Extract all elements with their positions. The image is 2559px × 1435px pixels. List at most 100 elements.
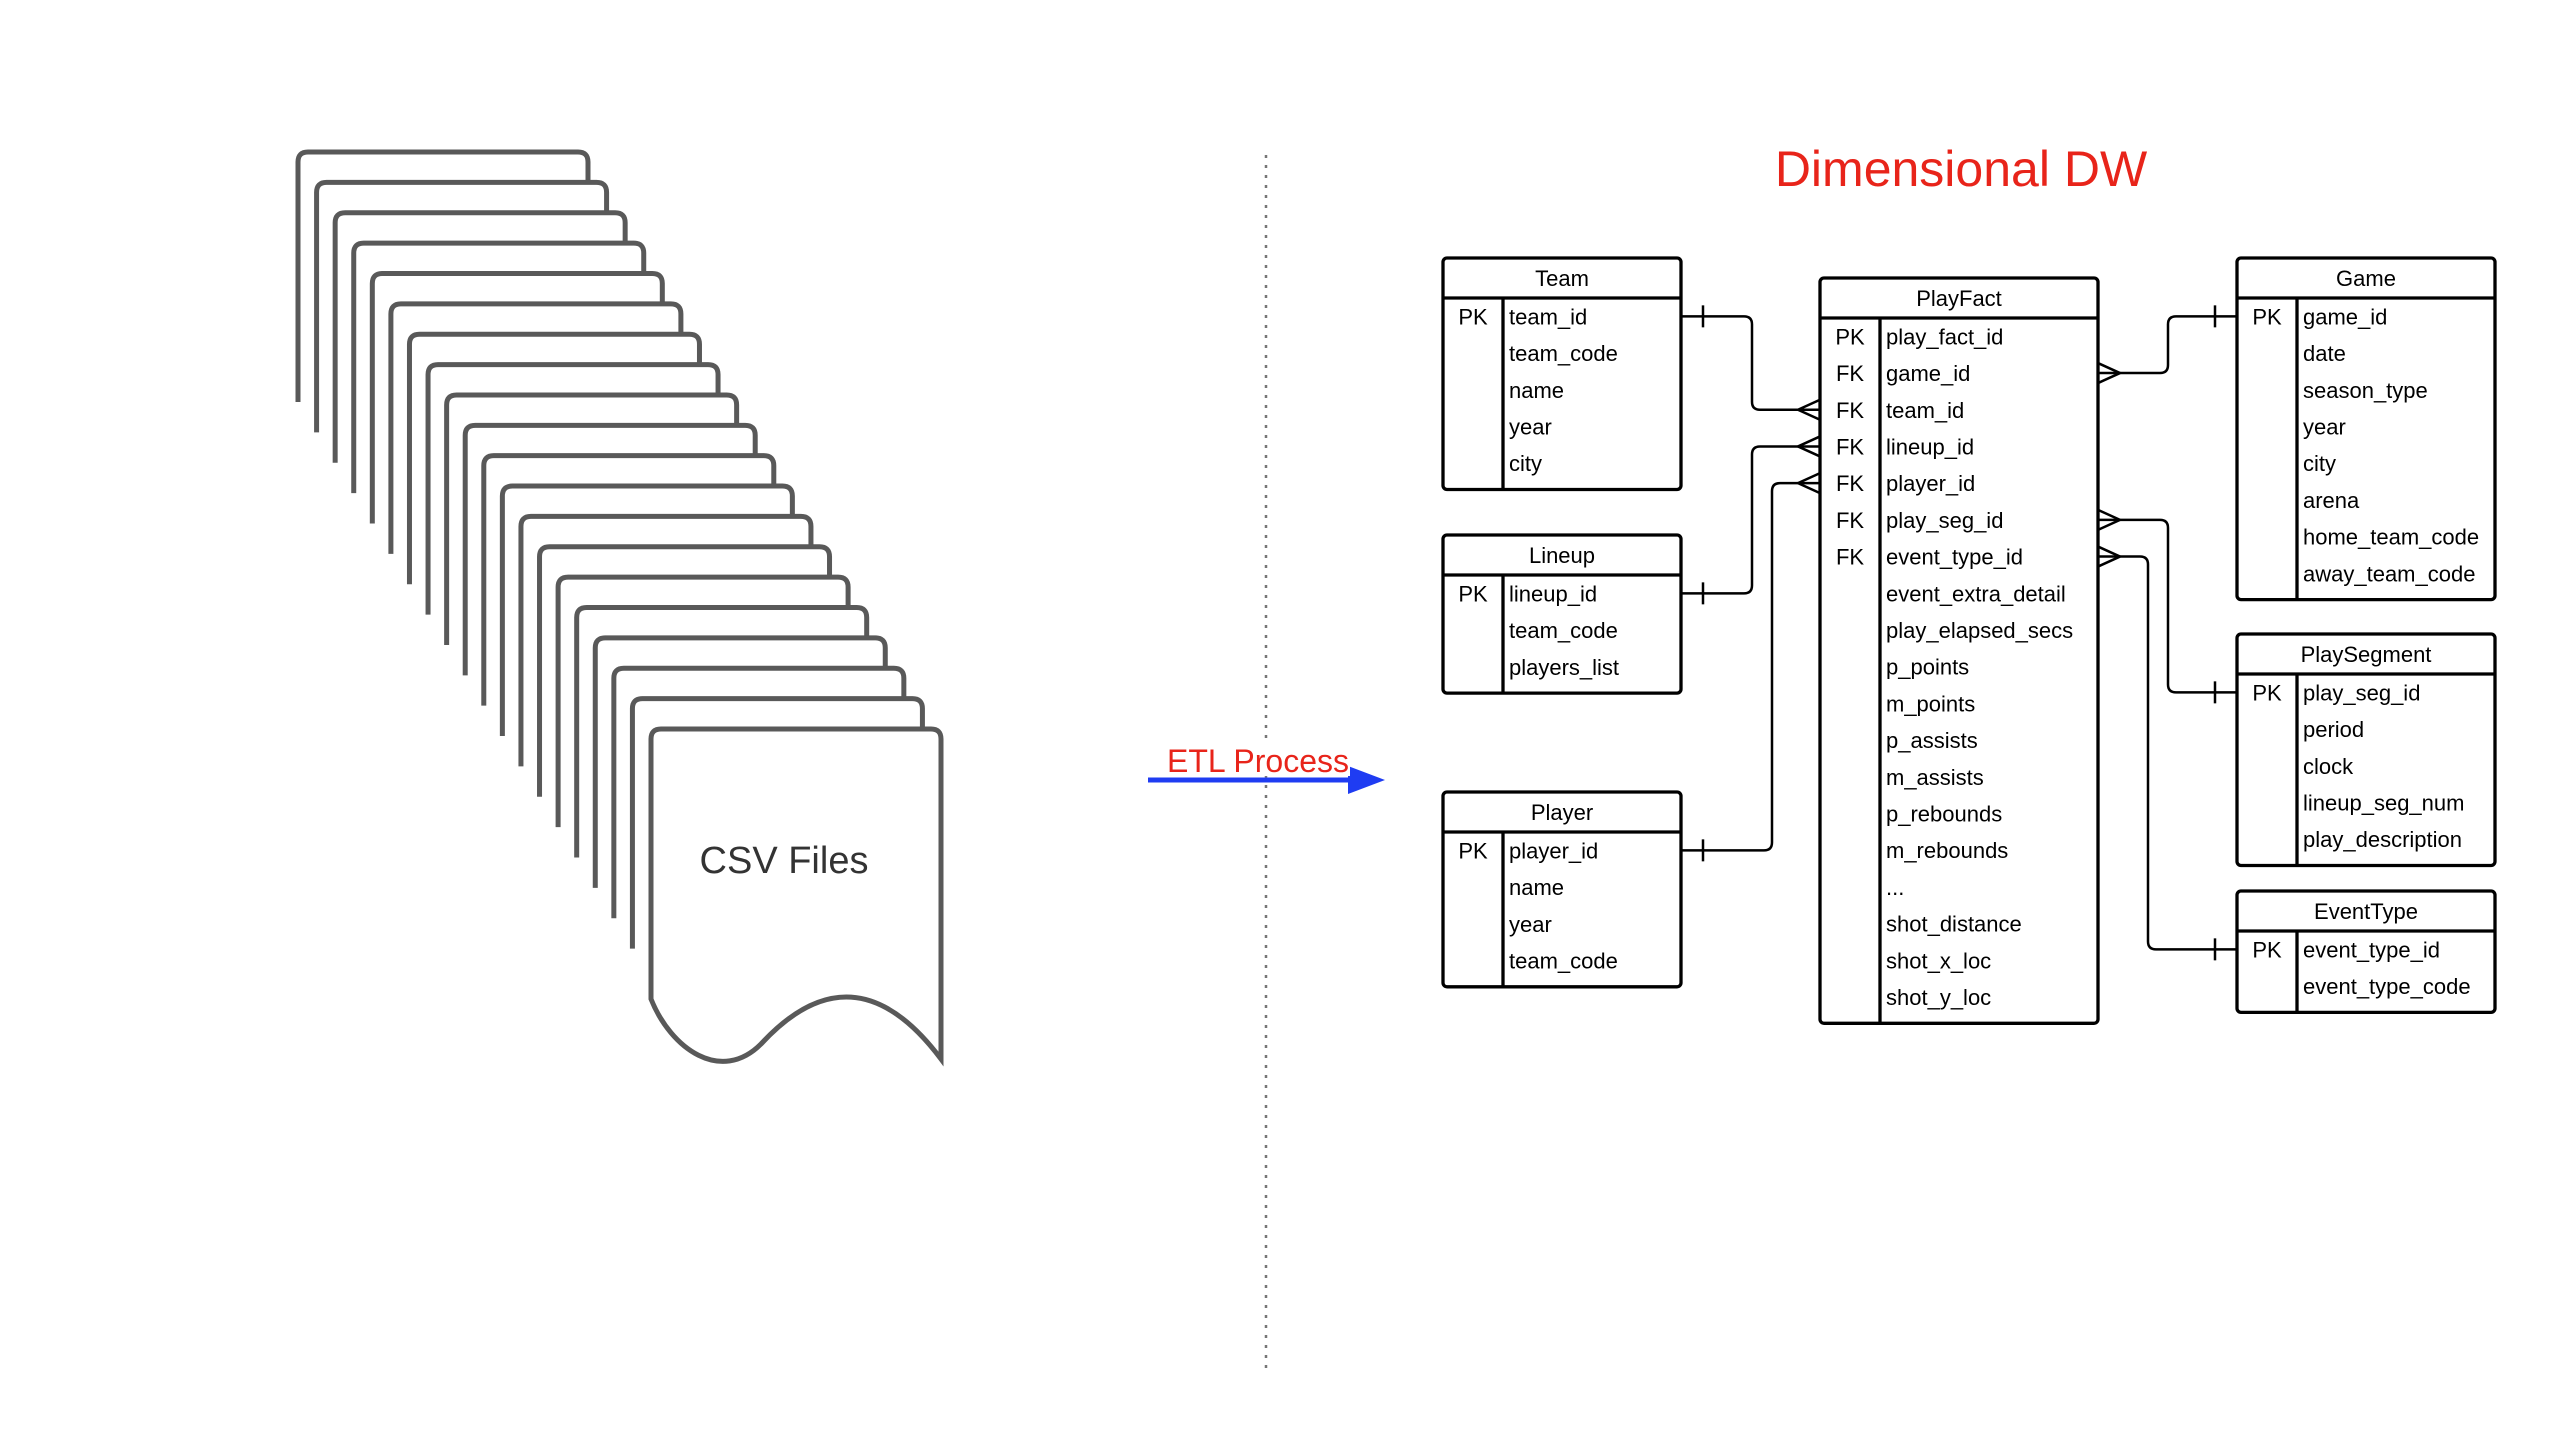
relationship-game [2098,315,2237,375]
table-field-cell: shot_distance [1886,912,2022,937]
many-marker [1797,435,1821,458]
table-field-cell: name [1509,378,1564,403]
many-marker [1797,472,1821,495]
table-key-cell: PK [2252,937,2282,962]
many-marker [2097,508,2121,531]
table-key-cell: FK [1836,398,1864,423]
table-field-cell: arena [2303,488,2360,513]
relationship-team [1681,315,1820,411]
table-field-cell: lineup_id [1509,581,1597,606]
etl-label-backdrop [1160,740,1350,776]
many-marker [2097,361,2121,385]
table-key-cell: PK [1458,838,1488,863]
table-field-cell: m_assists [1886,765,1984,790]
table-field-cell: player_id [1886,471,1975,496]
many-marker [1797,398,1821,421]
table-field-cell: play_seg_id [2303,680,2420,705]
table-title: PlayFact [1916,286,2002,311]
table-key-cell: PK [2252,304,2282,329]
table-field-cell: p_assists [1886,728,1978,753]
table-field-cell: player_id [1509,838,1598,863]
table-key-cell: FK [1836,545,1864,570]
many-marker [2097,545,2121,568]
table-field-cell: m_rebounds [1886,838,2008,863]
table-field-cell: team_id [1886,398,1964,423]
table-field-cell: team_id [1509,304,1587,329]
table-field-cell: event_type_id [1886,545,2023,570]
table-title: EventType [2314,899,2418,924]
table-key-cell: PK [1458,304,1488,329]
relationship-playsegment [2098,518,2237,694]
table-key-cell: FK [1836,508,1864,533]
table-title: Game [2336,266,2396,291]
table-key-cell: PK [1835,324,1865,349]
csv-files-stack [295,149,944,1067]
table-frame [1441,256,1683,492]
table-title: Team [1535,266,1589,291]
table-title: PlaySegment [2301,642,2432,667]
relationship-player [1681,481,1820,852]
table-field-cell: name [1509,875,1564,900]
table-key-cell: FK [1836,361,1864,386]
etl-arrow-head [1348,766,1385,794]
dimensional-dw-title: Dimensional DW [1775,141,2148,197]
relationship-lines [1681,305,2237,961]
table-field-cell: shot_y_loc [1886,985,1991,1010]
table-field-cell: team_code [1509,341,1618,366]
table-frame [2235,632,2497,868]
table-field-cell: play_seg_id [1886,508,2003,533]
table-field-cell: lineup_id [1886,434,1974,459]
table-field-cell: year [1509,912,1552,937]
table-field-cell: play_elapsed_secs [1886,618,2073,643]
table-field-cell: city [2303,451,2336,476]
table-frame [2235,889,2497,1015]
table-field-cell: home_team_code [2303,525,2479,550]
table-field-cell: p_rebounds [1886,801,2002,826]
table-field-cell: year [2303,414,2346,439]
table-title: Player [1531,800,1593,825]
table-field-cell: ... [1886,875,1904,900]
table-field-cell: team_code [1509,618,1618,643]
table-field-cell: shot_x_loc [1886,948,1991,973]
table-field-cell: city [1509,451,1542,476]
table-title: Lineup [1529,543,1595,568]
table-field-cell: period [2303,717,2364,742]
table-field-cell: m_points [1886,691,1975,716]
table-field-cell: season_type [2303,378,2428,403]
table-field-cell: play_description [2303,827,2462,852]
table-field-cell: date [2303,341,2346,366]
table-key-cell: FK [1836,434,1864,459]
table-field-cell: players_list [1509,655,1619,680]
relationship-eventtype [2098,555,2237,951]
table-field-cell: game_id [2303,304,2387,329]
table-key-cell: FK [1836,471,1864,496]
relationship-lineup [1681,445,1820,595]
table-field-cell: event_extra_detail [1886,581,2066,606]
table-field-cell: event_type_code [2303,974,2471,999]
table-field-cell: year [1509,414,1552,439]
table-field-cell: clock [2303,754,2354,779]
table-field-cell: event_type_id [2303,937,2440,962]
csv-files-label: CSV Files [700,840,869,882]
table-frame [2235,256,2497,602]
table-frame [1818,276,2100,1025]
table-field-cell: team_code [1509,948,1618,973]
table-field-cell: p_points [1886,655,1969,680]
table-field-cell: away_team_code [2303,561,2475,586]
csv-document-front [648,726,944,1067]
table-key-cell: PK [1458,581,1488,606]
etl-process-label: ETL Process [1167,743,1349,779]
table-field-cell: game_id [1886,361,1970,386]
table-field-cell: play_fact_id [1886,324,2003,349]
table-key-cell: PK [2252,680,2282,705]
table-field-cell: lineup_seg_num [2303,790,2464,815]
